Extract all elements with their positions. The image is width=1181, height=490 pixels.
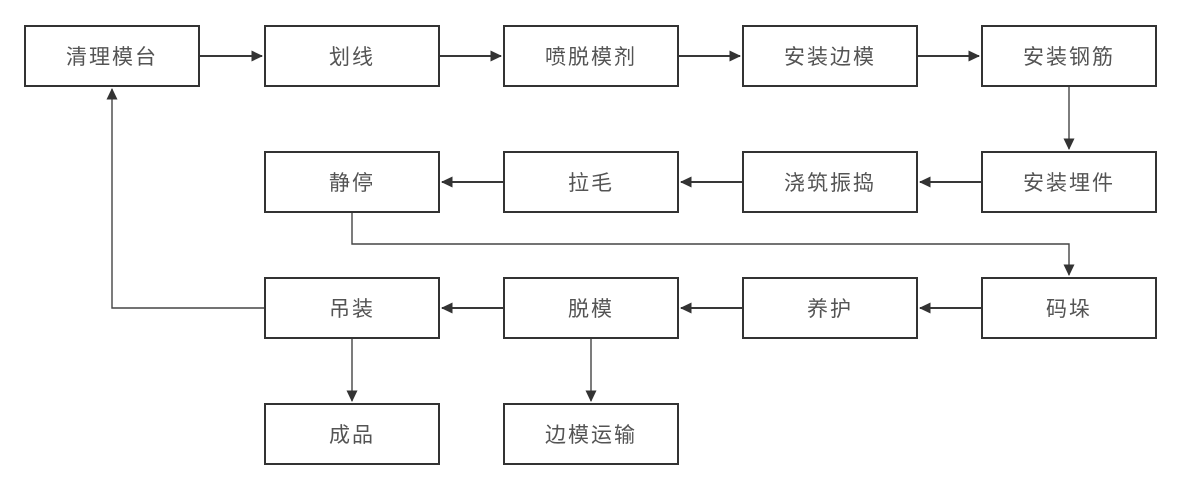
- edge-hoisting-to-clean-mold-table: [106, 88, 264, 309]
- node-install-rebar: 安装钢筋: [981, 25, 1157, 87]
- node-clean-mold-table: 清理模台: [24, 25, 200, 87]
- node-finished-product: 成品: [264, 403, 440, 465]
- node-roughening: 拉毛: [503, 151, 679, 213]
- edge-resting-to-stacking: [351, 213, 1075, 276]
- node-side-mold-transport: 边模运输: [503, 403, 679, 465]
- node-resting: 静停: [264, 151, 440, 213]
- node-hoisting: 吊装: [264, 277, 440, 339]
- node-demolding: 脱模: [503, 277, 679, 339]
- node-install-side-molds: 安装边模: [742, 25, 918, 87]
- node-curing: 养护: [742, 277, 918, 339]
- node-scribing: 划线: [264, 25, 440, 87]
- node-spray-release-agent: 喷脱模剂: [503, 25, 679, 87]
- node-pouring-vibrating: 浇筑振捣: [742, 151, 918, 213]
- node-install-embedded-parts: 安装埋件: [981, 151, 1157, 213]
- node-stacking: 码垛: [981, 277, 1157, 339]
